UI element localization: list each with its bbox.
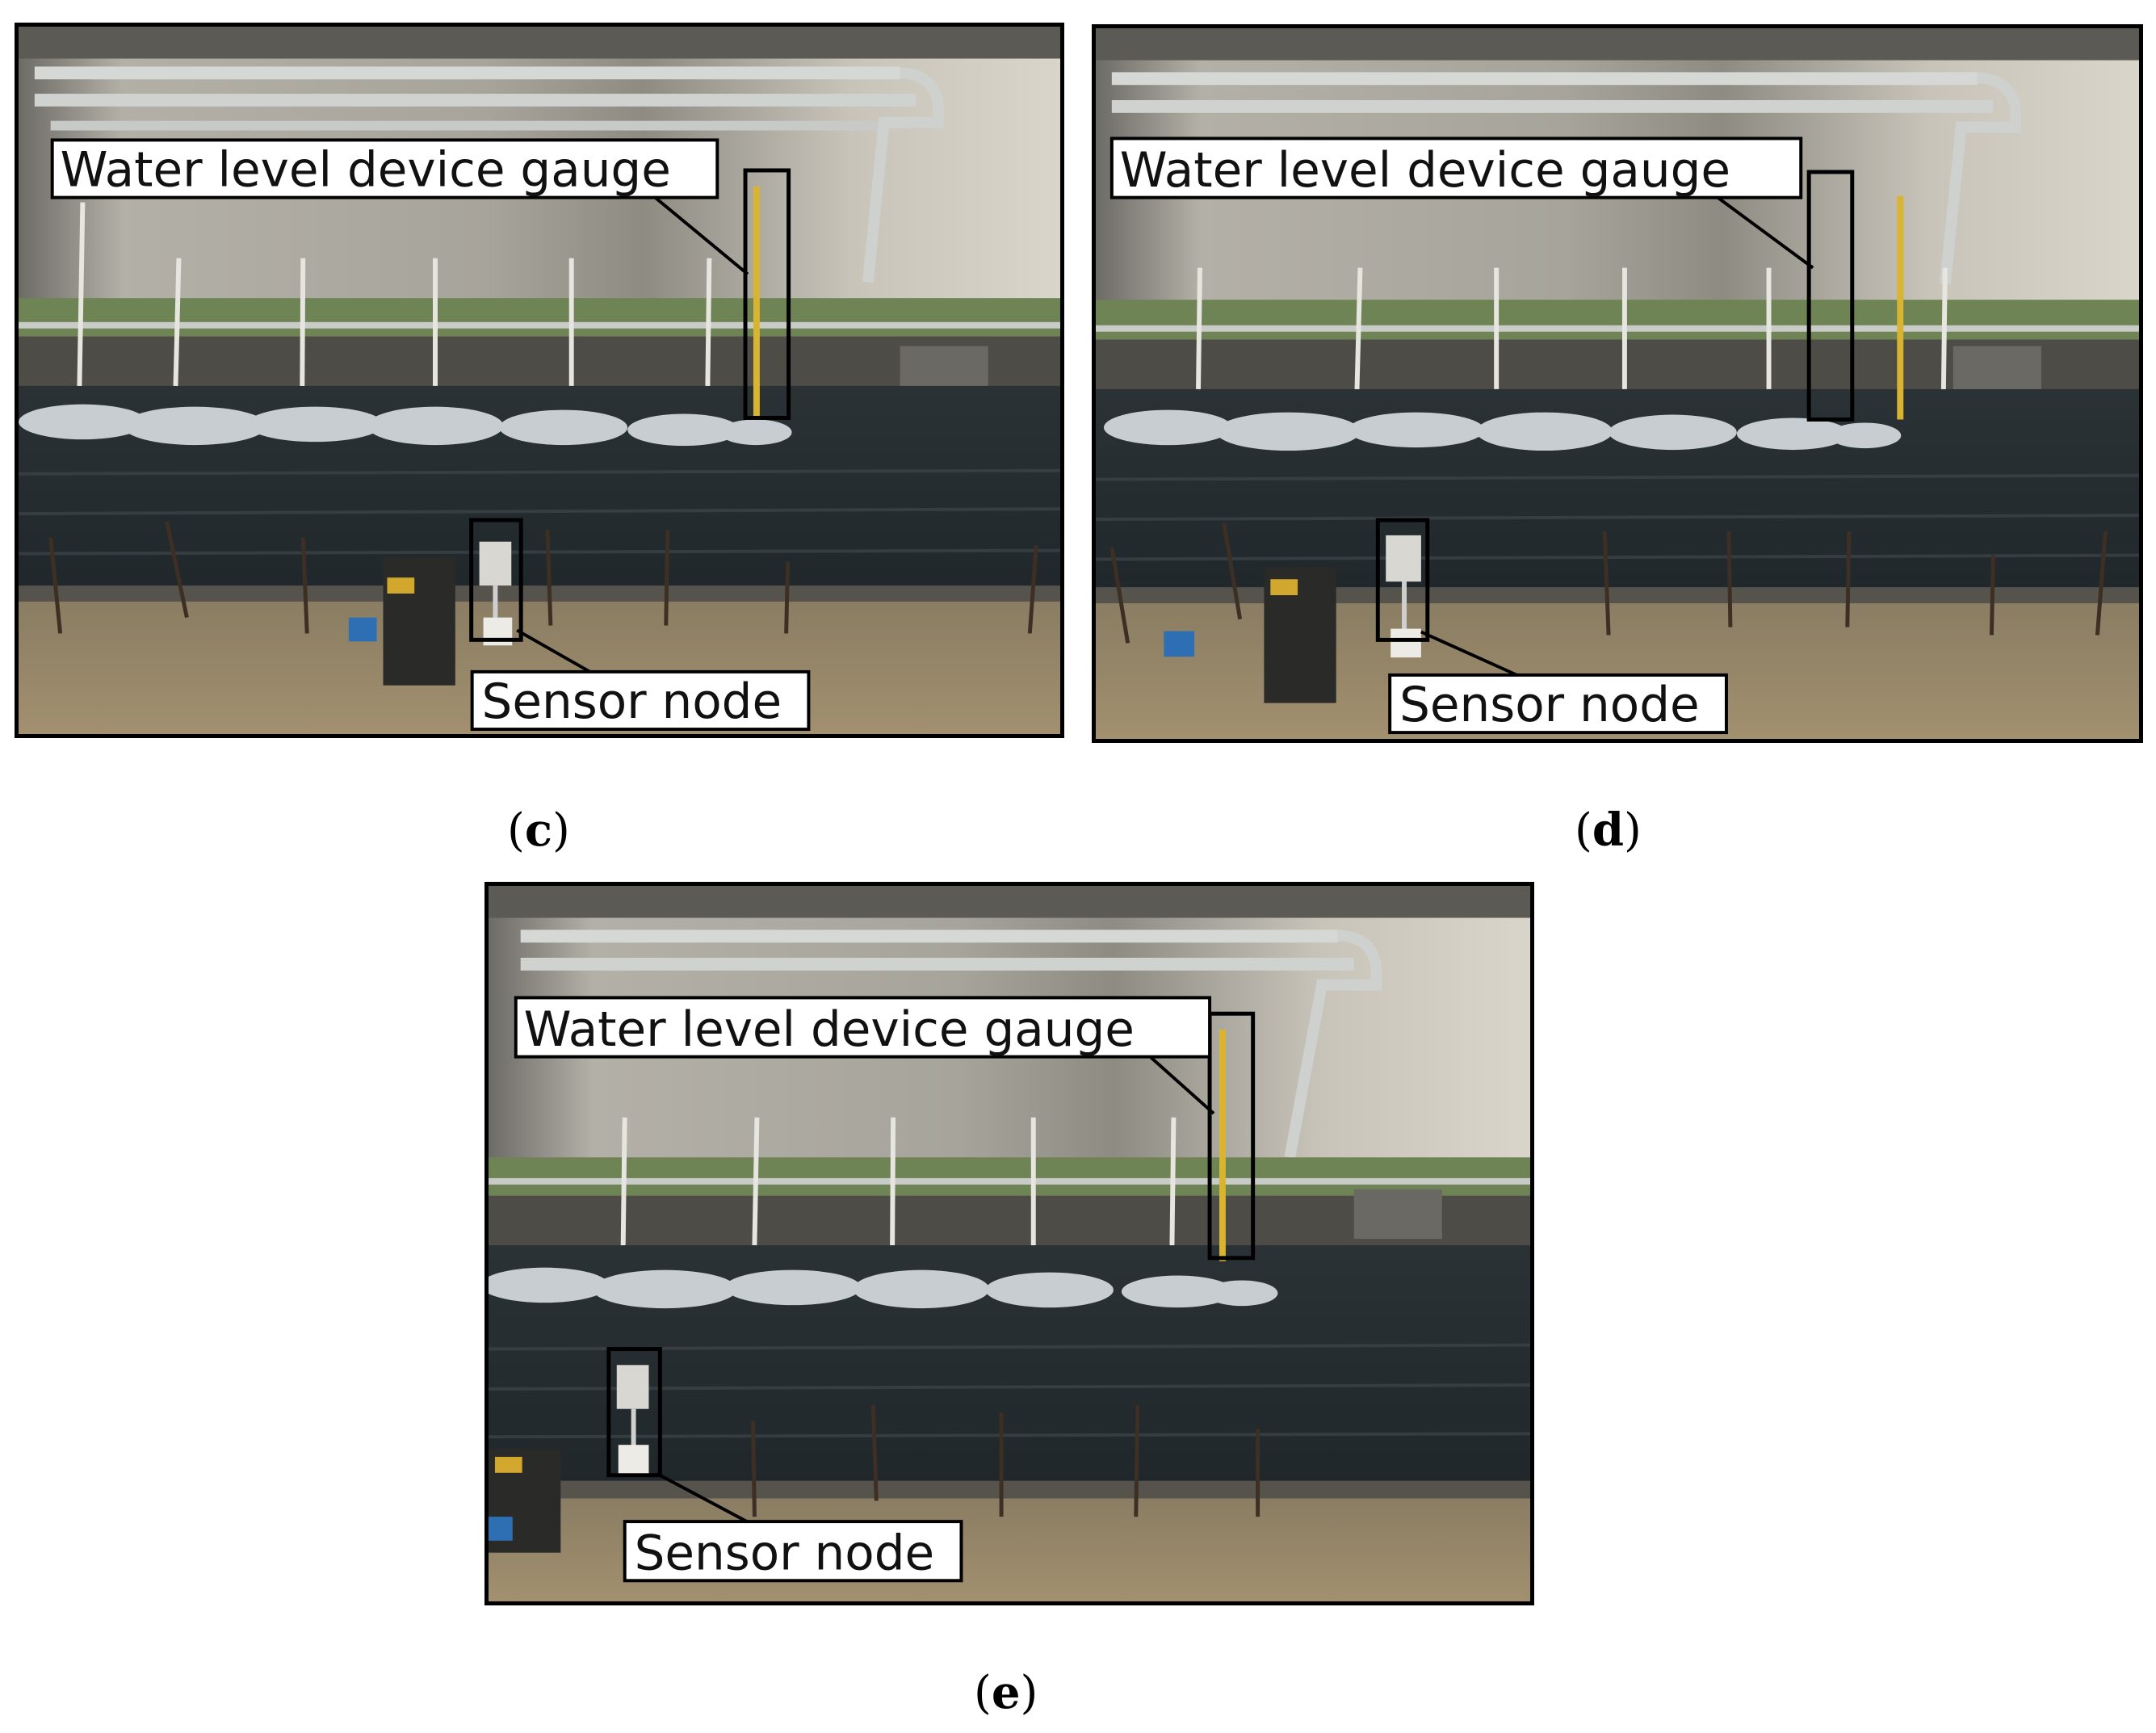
photo-panel-d: Water level device gauge Sensor node [1092, 24, 2143, 743]
far-grass [19, 298, 1060, 338]
node-label: Sensor node [482, 674, 782, 730]
caption-letter: c [524, 804, 552, 857]
node-label: Sensor node [635, 1526, 935, 1582]
gauge-label: Water level device gauge [524, 1002, 1135, 1058]
caption-c: (c) [507, 804, 570, 857]
far-bank [19, 336, 1060, 386]
node-label-box [1388, 673, 1728, 735]
canal-photo-d: Water level device gauge Sensor node [1096, 28, 2139, 739]
node-label-box [623, 1520, 963, 1583]
canal-photo-e: Water level device gauge Sensor node [489, 886, 1530, 1601]
gauge-staff [753, 186, 760, 418]
pipe [34, 66, 900, 80]
gauge-highlight-box [743, 168, 791, 420]
pipe [520, 929, 1338, 943]
caption-e: (e) [974, 1666, 1038, 1719]
sensor-enclosure [1386, 535, 1421, 582]
pipe [34, 94, 917, 107]
node-highlight-box [1375, 518, 1430, 642]
gauge-highlight-box [1806, 170, 1855, 422]
far-grass [1096, 300, 2139, 340]
caption-letter: d [1592, 804, 1625, 857]
water-foam [19, 404, 792, 447]
gauge-label-box [50, 138, 719, 199]
sensor-enclosure [479, 541, 512, 586]
node-label: Sensor node [1399, 678, 1700, 733]
gauge-highlight-box [1207, 1011, 1256, 1261]
canal-photo-c: Water level device gauge Sensor node [19, 27, 1060, 734]
node-label-box [470, 669, 811, 732]
water-foam [489, 1267, 1278, 1309]
gauge-label: Water level device gauge [61, 143, 671, 199]
sensor-enclosure [616, 1365, 649, 1409]
gauge-staff [1219, 1029, 1226, 1261]
gauge-label-box [514, 996, 1212, 1059]
pipe [1111, 99, 1994, 113]
caption-letter: e [991, 1666, 1021, 1719]
pipe [520, 957, 1354, 971]
sensor-stand [383, 557, 455, 686]
photo-panel-e: Water level device gauge Sensor node [484, 882, 1534, 1605]
node-highlight-box [606, 1347, 662, 1478]
gauge-label: Water level device gauge [1120, 143, 1730, 199]
gauge-staff [1897, 195, 1904, 420]
caption-d: (d) [1575, 804, 1642, 857]
pipe [1111, 72, 1978, 86]
gauge-label-box [1109, 136, 1803, 199]
water-foam [1103, 409, 1902, 451]
photo-panel-c: Water level device gauge Sensor node [15, 23, 1064, 738]
node-highlight-box [469, 518, 523, 642]
